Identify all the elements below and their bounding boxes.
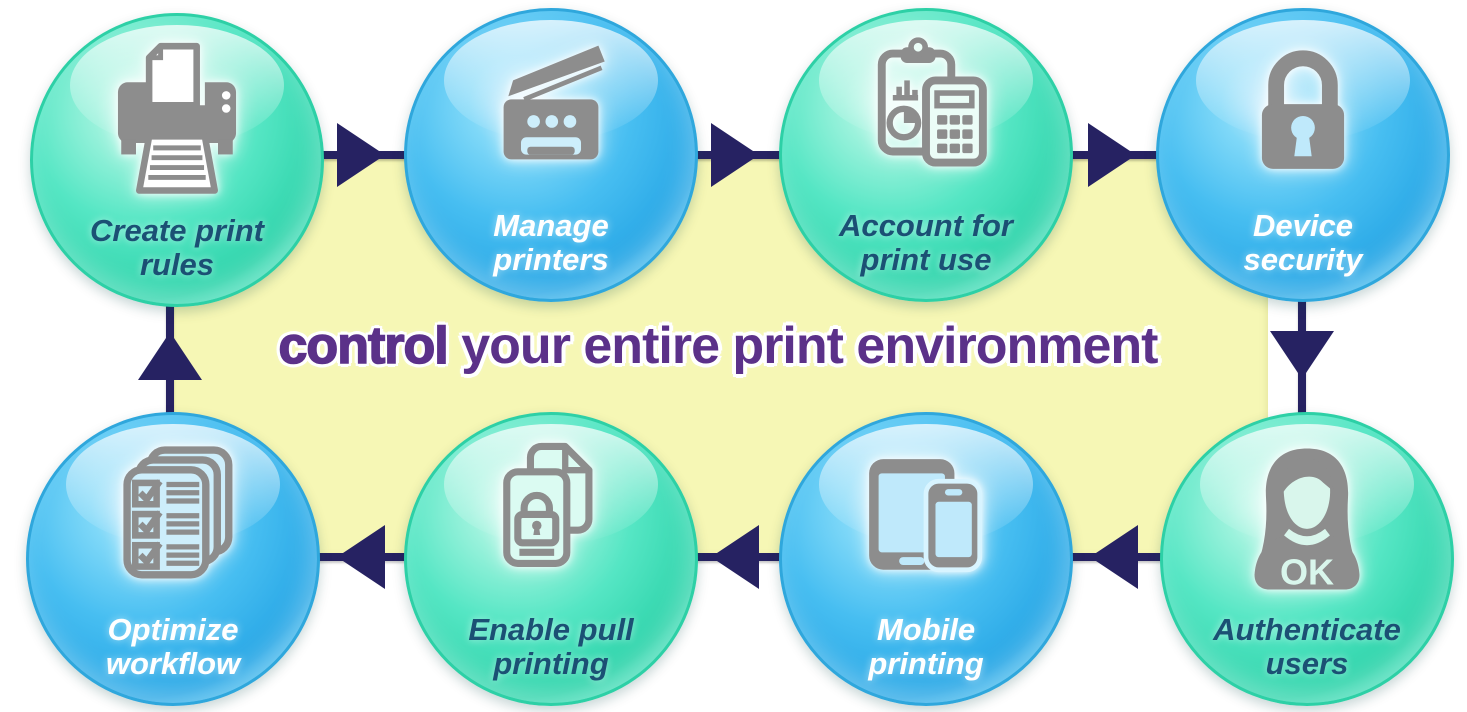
- headline-rest: your entire print environment: [461, 317, 1158, 375]
- secure-documents-icon: [503, 442, 593, 567]
- center-panel: [168, 152, 1268, 554]
- user-ok-icon: OK: [1254, 448, 1360, 593]
- padlock-icon: [1261, 50, 1345, 169]
- tablet-phone-icon: [869, 459, 983, 573]
- user-ok-icon-text: OK: [1280, 552, 1334, 593]
- report-calculator-icon: [877, 37, 987, 167]
- checklist-icon: [123, 446, 233, 579]
- printer-icon: [117, 42, 237, 194]
- headline-emphasis: control: [278, 316, 450, 376]
- copier-icon: [503, 45, 605, 160]
